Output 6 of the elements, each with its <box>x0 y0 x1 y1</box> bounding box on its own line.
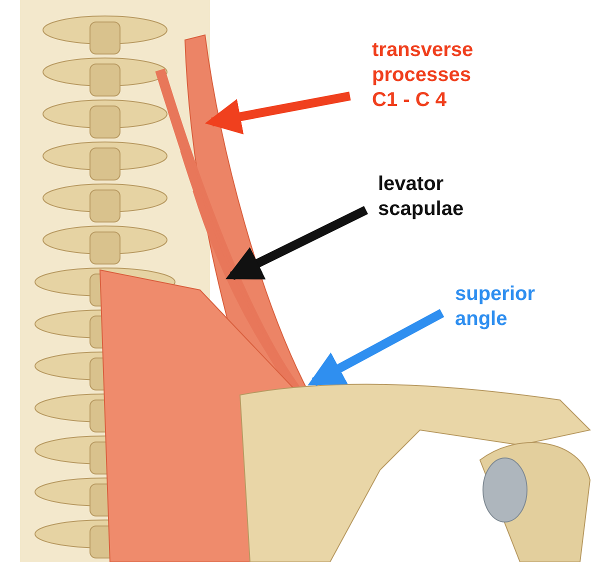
anatomy-label: transverse processes C1 - C 4 <box>372 38 492 113</box>
arrow <box>226 206 368 280</box>
arrow <box>204 92 351 134</box>
anatomy-label: superior angle <box>455 282 555 332</box>
anatomy-label: levator scapulae <box>378 172 478 222</box>
arrow <box>308 309 444 386</box>
